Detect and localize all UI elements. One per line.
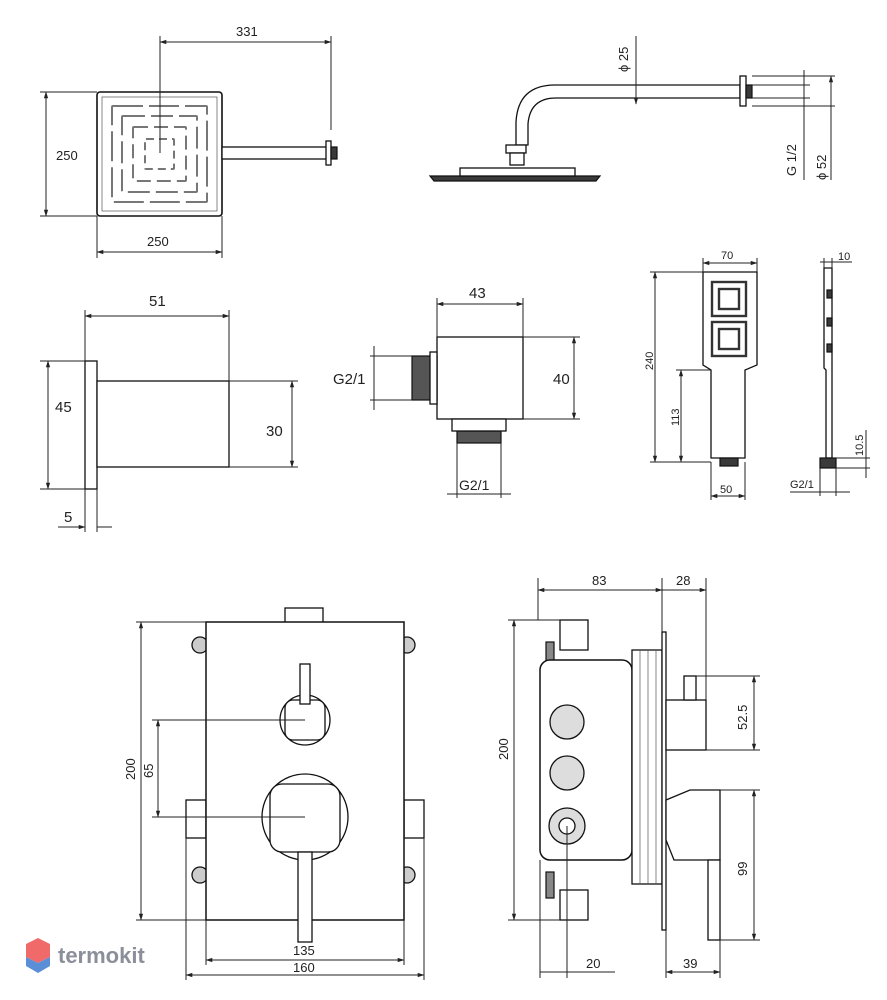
- dim-side-upper: 52.5: [735, 705, 750, 730]
- dim-handshower-base: 50: [720, 484, 732, 496]
- hand-shower-front-view: 70 240 113 50: [644, 250, 758, 500]
- dim-flange-diameter: ϕ 52: [814, 155, 829, 180]
- dim-connector-height: 40: [553, 371, 570, 388]
- dim-mixer-height: 200: [123, 758, 138, 780]
- dim-side-thread: G2/1: [333, 371, 366, 388]
- dim-arm-length: 331: [236, 24, 258, 39]
- dim-connector-width: 43: [469, 285, 486, 302]
- dim-mixer-inner-width: 135: [293, 943, 315, 958]
- dim-head-height: 250: [56, 148, 78, 163]
- dim-handshower-handle: 113: [670, 408, 682, 426]
- dim-thread-height: 10.5: [854, 435, 866, 456]
- dim-arm-diameter: ϕ 25: [616, 47, 631, 72]
- mixer-side-view: 83 28 200 52.5 99 20 39: [496, 573, 760, 978]
- dim-handshower-depth: 10: [838, 251, 850, 263]
- showerhead-side-view: ϕ 25 G 1/2 ϕ 52: [428, 36, 835, 182]
- dim-side-bottom-left: 20: [586, 956, 600, 971]
- dim-outlet-body: 30: [266, 423, 283, 440]
- dim-head-width: 250: [147, 234, 169, 249]
- dim-side-height: 200: [496, 738, 511, 760]
- hose-outlet-side-view: 51 45 30 5: [40, 293, 298, 532]
- brand-logo: termokit: [26, 938, 145, 973]
- dim-side-lever: 99: [735, 862, 750, 876]
- dim-mixer-spacing: 65: [141, 764, 156, 778]
- dim-handshower-thread: G2/1: [790, 479, 814, 491]
- dim-outlet-plate: 5: [64, 509, 72, 526]
- dim-side-body-depth: 83: [592, 573, 606, 588]
- wall-connector-view: 43 40 G2/1 G2/1: [333, 285, 580, 498]
- dim-side-bottom-right: 39: [683, 956, 697, 971]
- brand-name: termokit: [58, 943, 145, 968]
- dim-outlet-length: 51: [149, 293, 166, 310]
- dim-outlet-height: 45: [55, 399, 72, 416]
- dim-thread: G 1/2: [784, 144, 799, 176]
- dim-side-cover-depth: 28: [676, 573, 690, 588]
- dim-handshower-width: 70: [721, 250, 733, 262]
- showerhead-top-view: 331 250 250: [40, 24, 338, 258]
- dim-bottom-thread: G2/1: [459, 477, 490, 493]
- dim-mixer-width: 160: [293, 960, 315, 975]
- dim-handshower-length: 240: [644, 352, 656, 370]
- mixer-front-view: 200 65 135 160: [123, 607, 425, 980]
- logo-mark-icon: [26, 938, 50, 963]
- hand-shower-side-view: 10 10.5 G2/1: [790, 251, 870, 496]
